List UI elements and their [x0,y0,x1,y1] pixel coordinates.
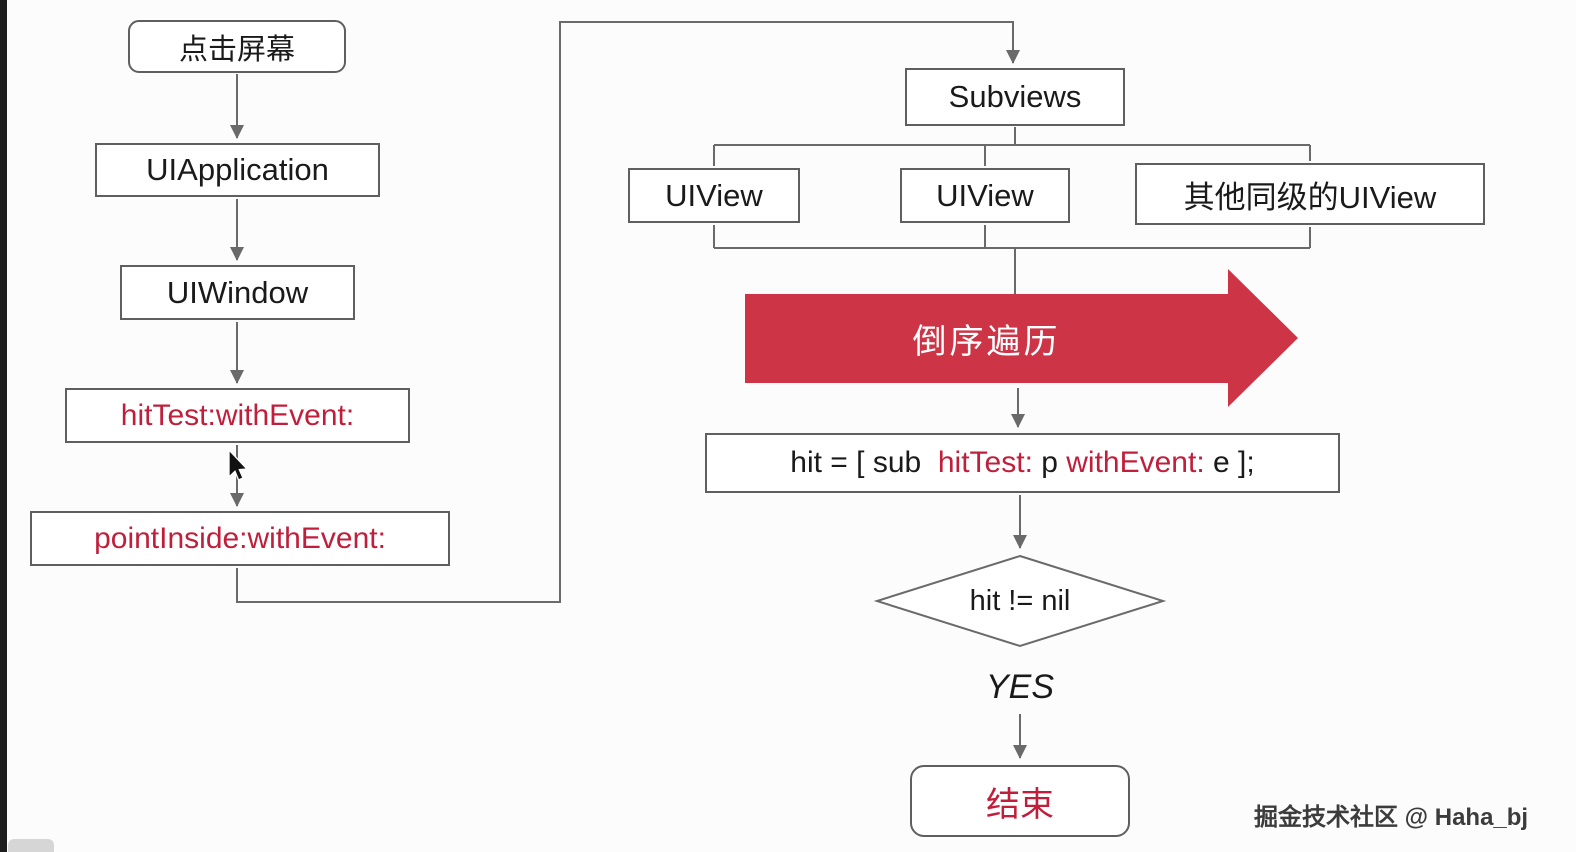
branch-yes-label: YES [985,667,1055,706]
node-subviews: Subviews [905,68,1125,126]
node-hittest-withevent: hitTest:withEvent: [65,388,410,443]
hit-expr-prefix: hit = [ sub [790,446,930,479]
node-tap-screen: 点击屏幕 [128,20,346,73]
hit-expr-withevent: withEvent: [1066,446,1205,479]
node-sibling-uiviews: 其他同级的UIView [1135,163,1485,225]
node-pointinside-withevent: pointInside:withEvent: [30,511,450,566]
decision-diamond [873,554,1167,648]
hit-expr-point-arg: p [1032,446,1067,479]
decision-label: hit != nil [969,584,1071,617]
reverse-traversal-arrow [745,269,1298,407]
hit-expr-hittest: hitTest: [929,446,1033,479]
node-uiview-2: UIView [900,168,1070,223]
reverse-traversal-label: 倒序遍历 [912,323,1061,361]
partial-player-icon [8,839,54,852]
left-edge-strip [0,0,7,852]
right-column-arrows [1011,388,1027,759]
mouse-cursor [228,448,249,481]
node-uiview-1: UIView [628,168,800,223]
node-uiwindow: UIWindow [120,265,355,320]
loopback-connector [236,21,1020,603]
node-hit-assignment: hit = [ sub hitTest: p withEvent: e ]; [705,433,1340,493]
subviews-branch-lines [713,127,1311,294]
hit-expr-suffix: e ]; [1204,446,1255,479]
node-end: 结束 [910,765,1130,837]
watermark-text: 掘金技术社区 @ Haha_bj [1254,804,1529,831]
node-uiapplication: UIApplication [95,143,380,197]
